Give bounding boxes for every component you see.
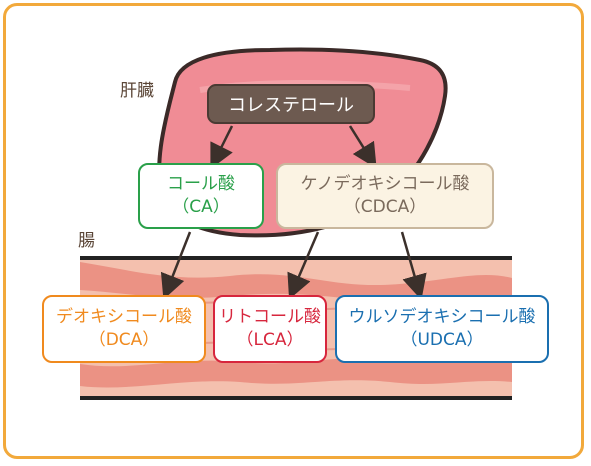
lca-abbr: （LCA） <box>236 330 304 350</box>
conversion-arrows <box>160 125 427 301</box>
udca-box: ウルソデオキシコール酸 （UDCA） <box>335 295 549 363</box>
udca-name: ウルソデオキシコール酸 <box>348 307 536 328</box>
arrow-ca-to-dca <box>160 231 192 300</box>
dca-abbr: （DCA） <box>88 330 160 350</box>
cholesterol-box: コレステロール <box>207 84 375 124</box>
ca-name: コール酸 <box>167 174 235 195</box>
arrow-chol-to-ca <box>210 125 234 170</box>
intestine-label: 腸 <box>78 231 95 251</box>
ca-abbr: （CA） <box>172 197 230 217</box>
udca-abbr: （UDCA） <box>400 330 484 350</box>
liver-label: 肝臓 <box>120 81 154 101</box>
cdca-abbr: （CDCA） <box>343 197 427 217</box>
dca-box: デオキシコール酸 （DCA） <box>42 295 206 363</box>
arrow-chol-to-cdca <box>348 125 377 169</box>
arrow-cdca-to-lca <box>287 231 320 300</box>
cholesterol-name: コレステロール <box>228 95 354 116</box>
arrow-cdca-to-udca <box>400 231 427 301</box>
lca-box: リトコール酸 （LCA） <box>213 295 327 363</box>
ca-box: コール酸 （CA） <box>138 163 264 229</box>
cdca-box: ケノデオキシコール酸 （CDCA） <box>276 163 494 229</box>
lca-name: リトコール酸 <box>219 307 321 328</box>
cdca-name: ケノデオキシコール酸 <box>300 174 470 195</box>
dca-name: デオキシコール酸 <box>56 307 192 328</box>
